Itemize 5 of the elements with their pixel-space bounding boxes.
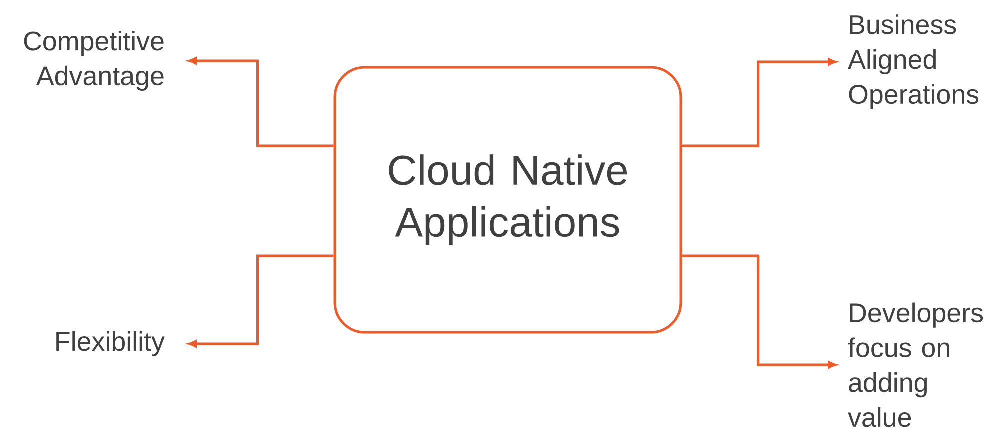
rounded-box: Cloud Native Applications: [334, 66, 682, 334]
label-text: Competitive Advantage: [24, 31, 164, 91]
label-text: Flexibility: [56, 331, 165, 357]
label-text: Business Aligned Operations: [848, 14, 979, 110]
label-text: Developers focus on adding value: [848, 302, 984, 428]
